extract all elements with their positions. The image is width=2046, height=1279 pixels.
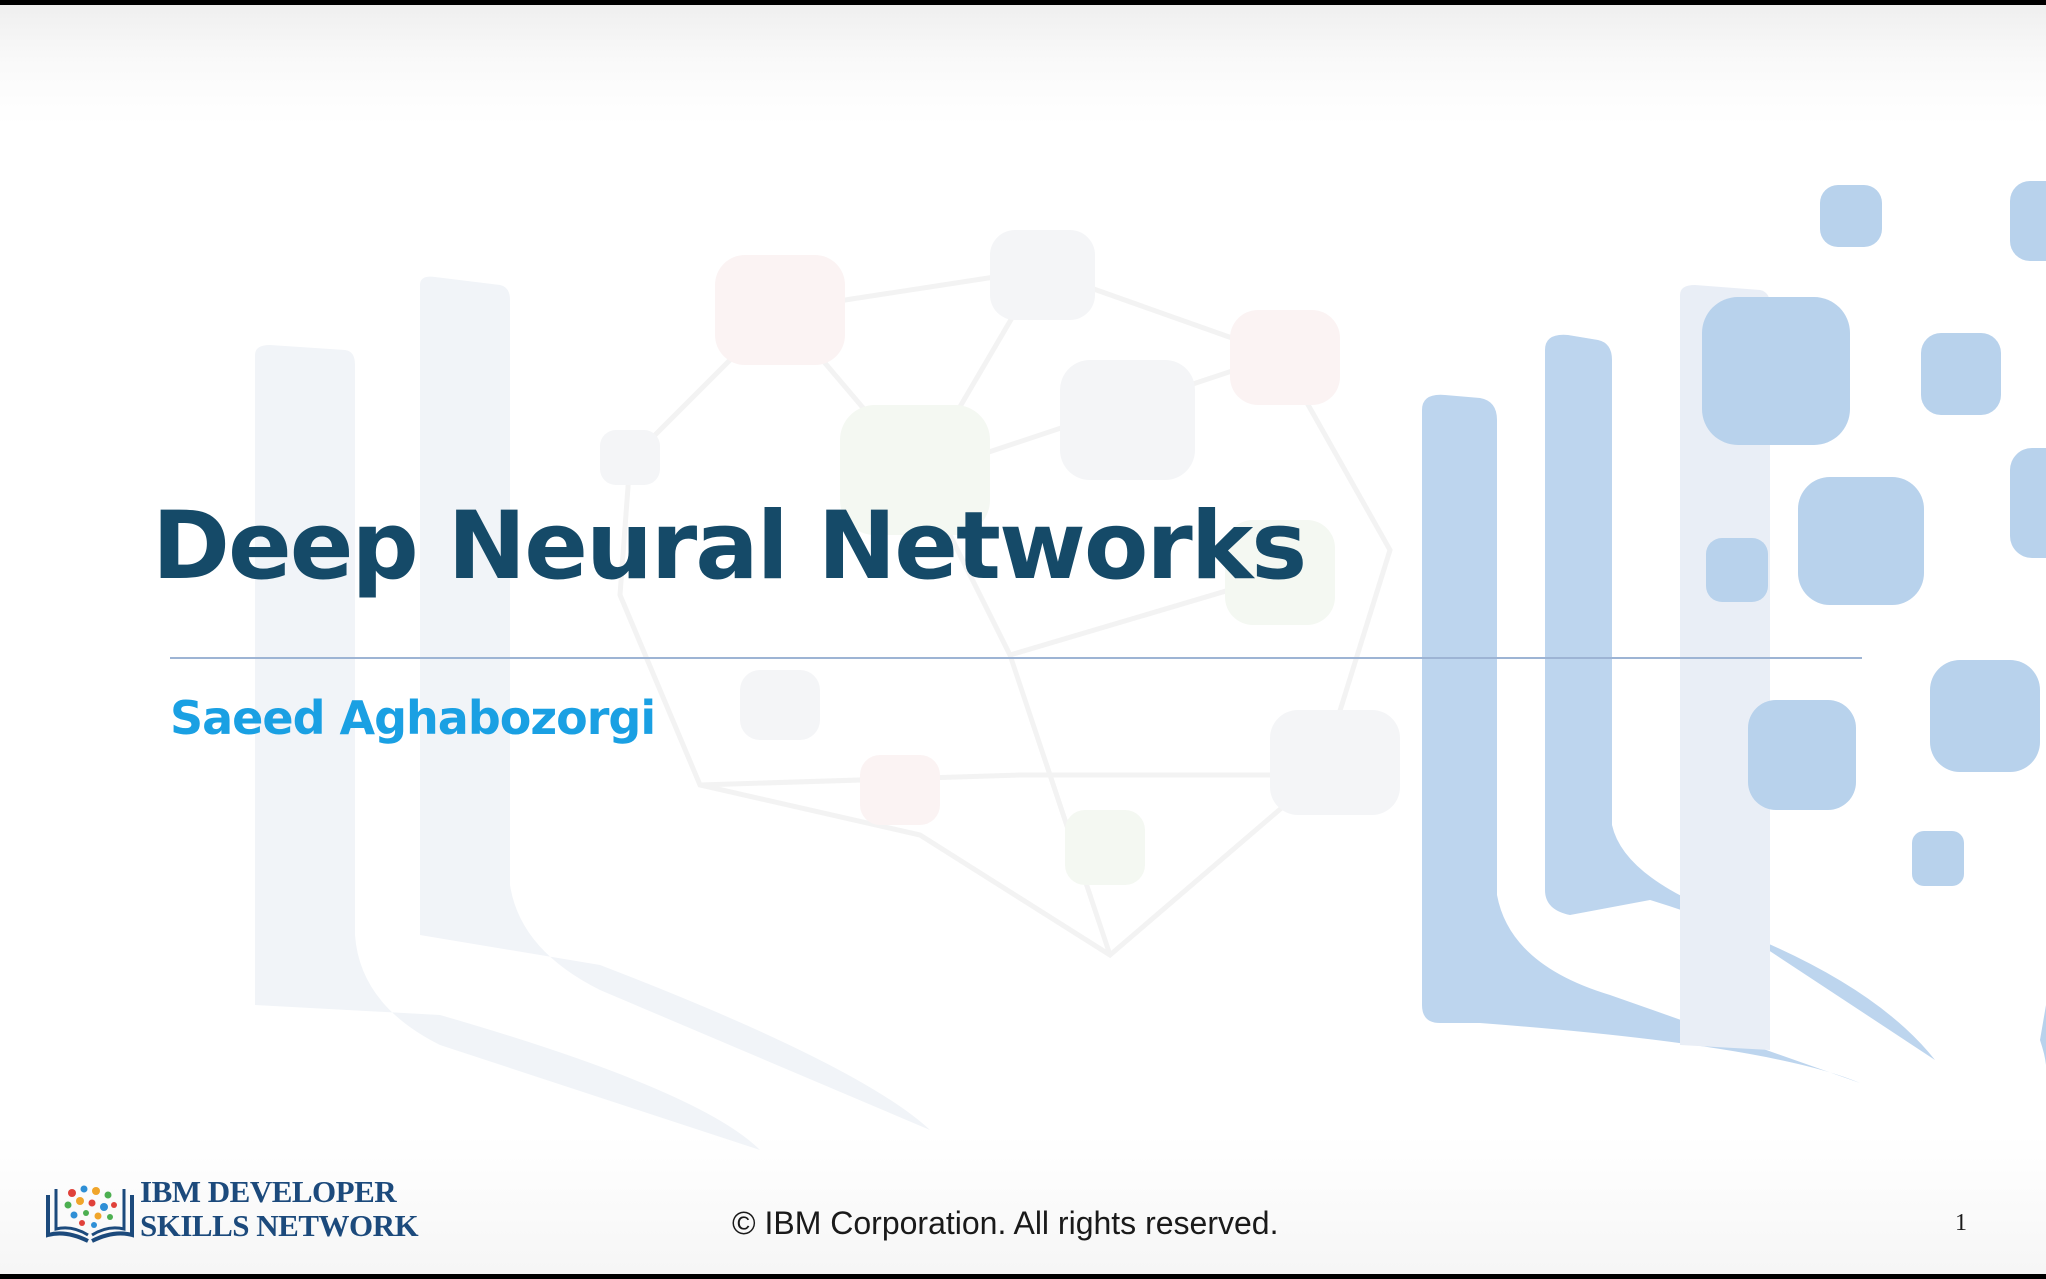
ibm-developer-skills-network-logo: IBM DEVELOPER SKILLS NETWORK (44, 1175, 419, 1249)
title-divider (170, 657, 1862, 659)
open-book-network-icon (46, 1185, 134, 1243)
logo-line-2: SKILLS NETWORK (140, 1208, 419, 1243)
background-decoration (255, 181, 2046, 1150)
page-number: 1 (1955, 1210, 1967, 1236)
copyright-notice: © IBM Corporation. All rights reserved. (732, 1205, 1279, 1241)
logo-line-1: IBM DEVELOPER (140, 1174, 397, 1209)
author-name: Saeed Aghabozorgi (170, 691, 656, 745)
slide: Deep Neural Networks Saeed Aghabozorgi (0, 5, 2046, 1274)
slide-title: Deep Neural Networks (152, 492, 1307, 601)
